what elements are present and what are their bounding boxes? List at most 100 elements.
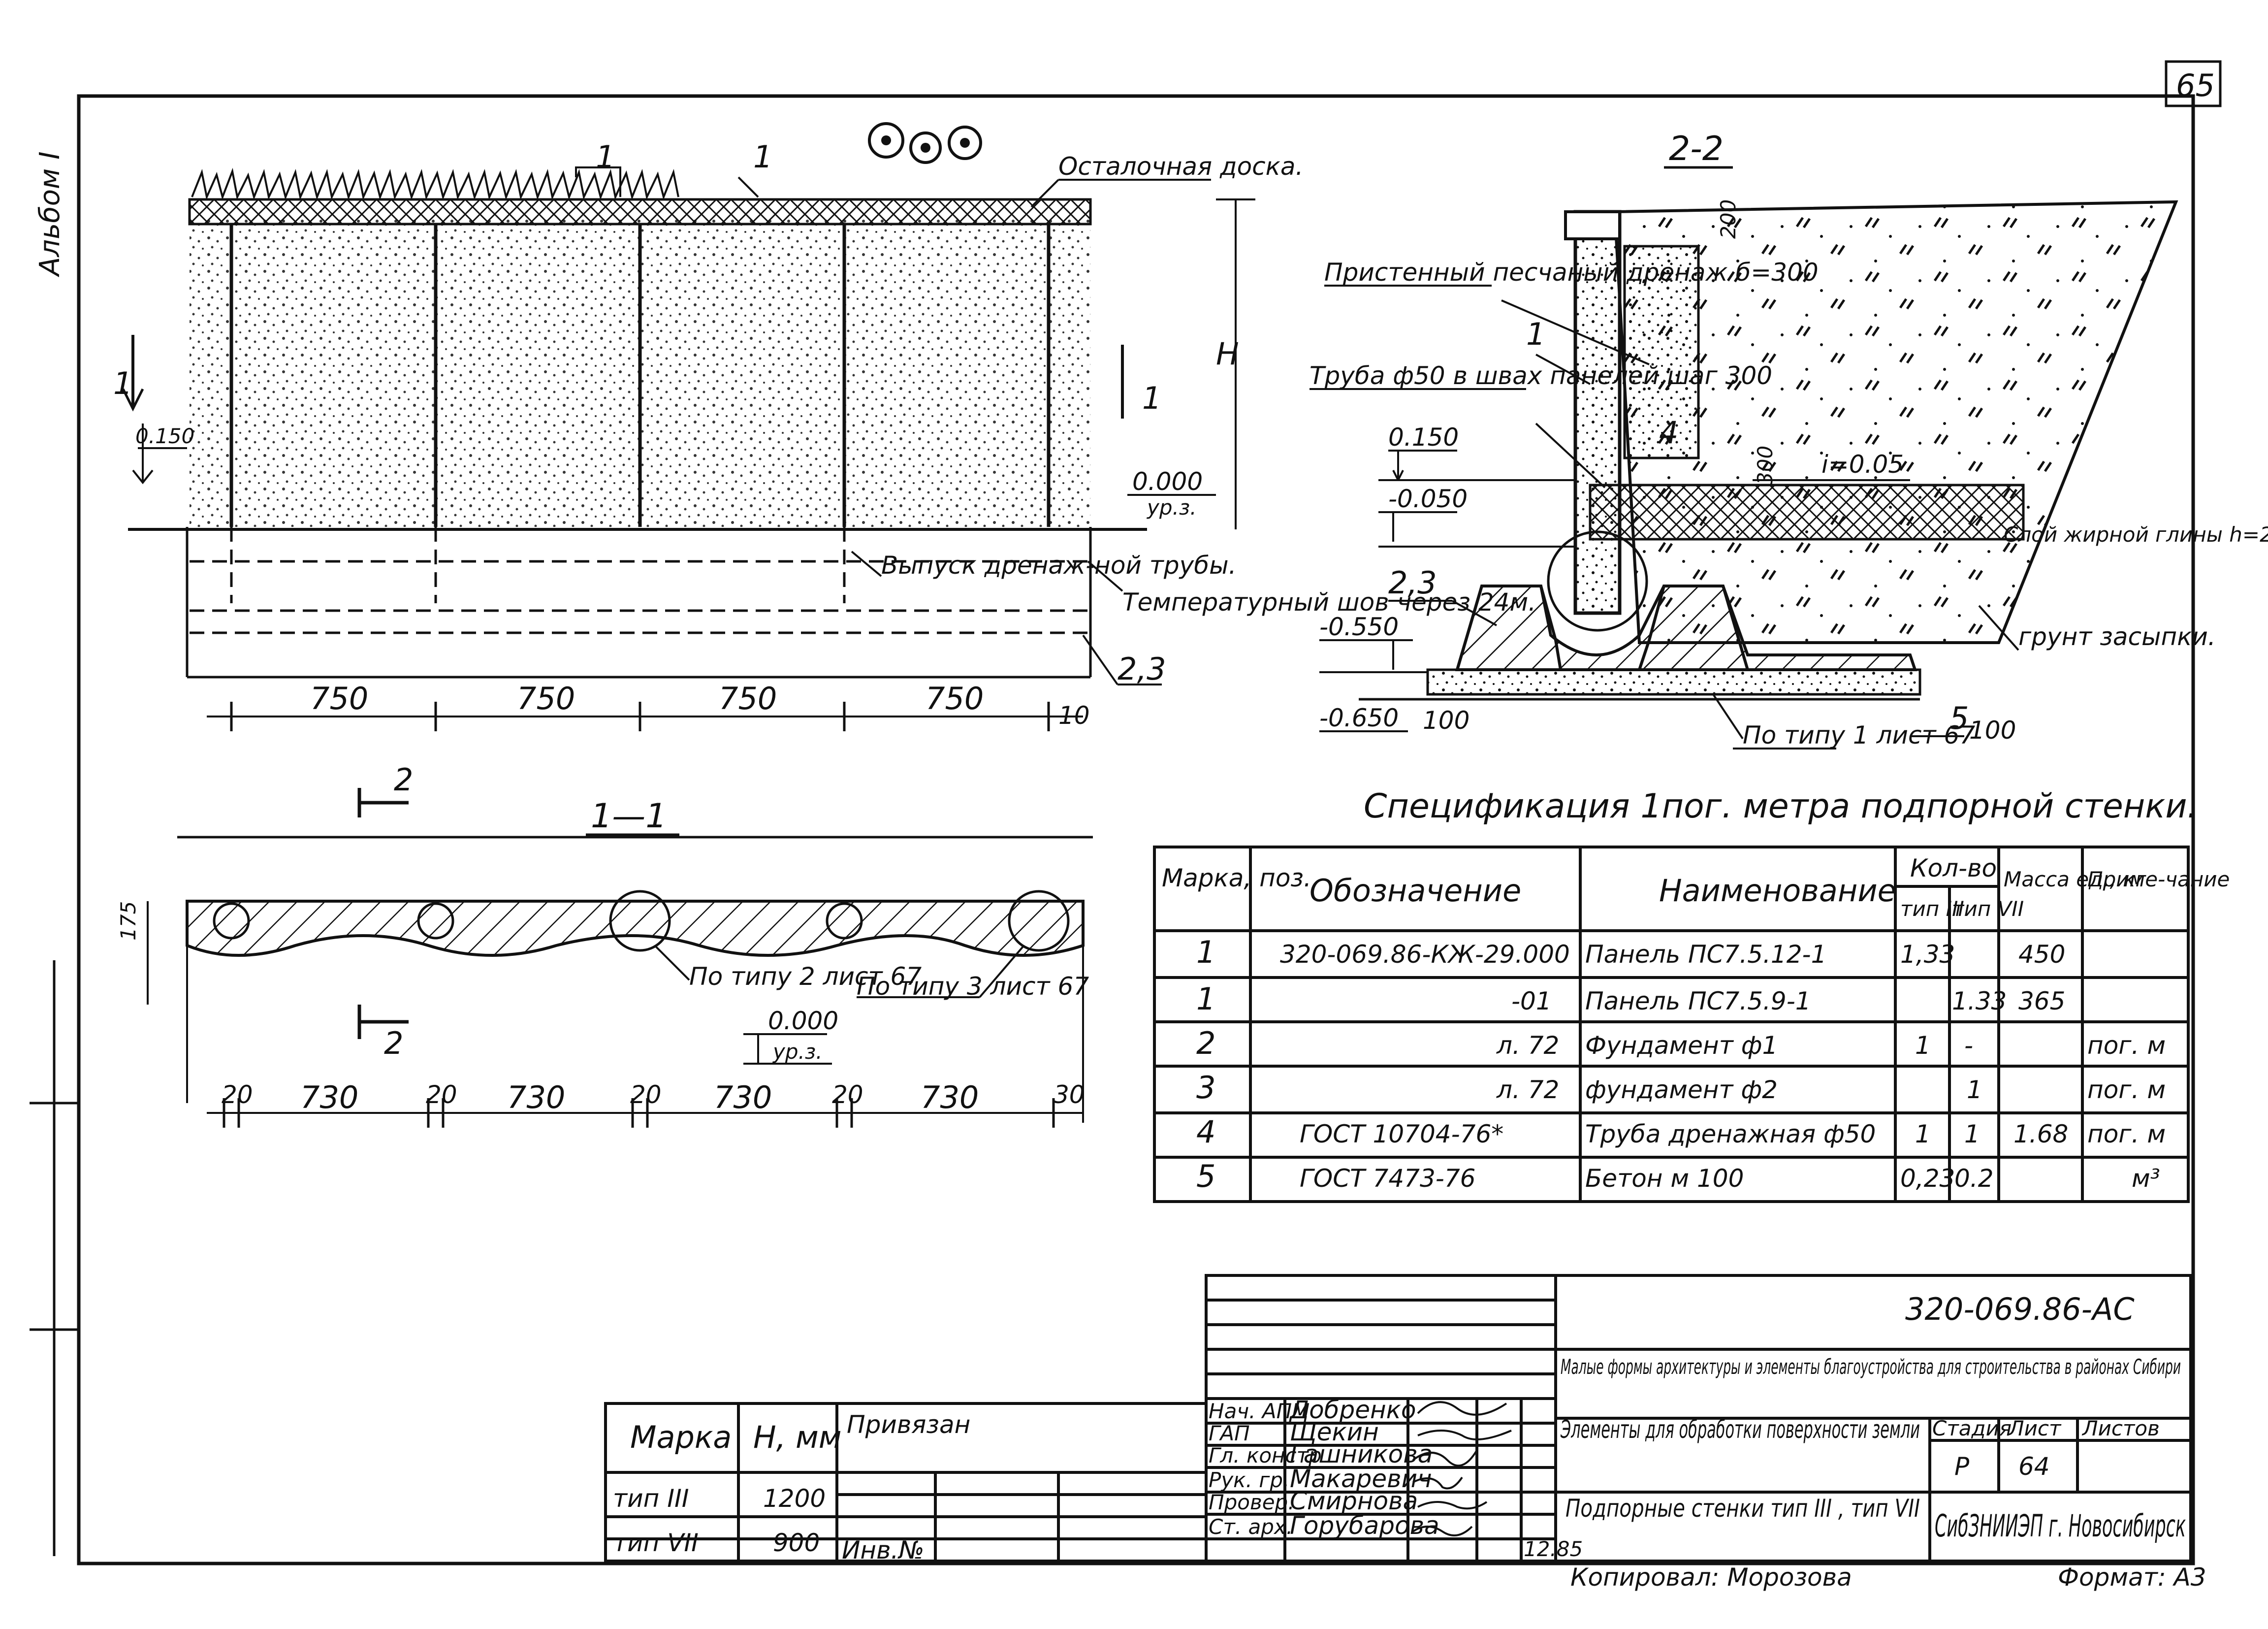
svg-text:450: 450 xyxy=(2018,940,2065,969)
spec-row: 4 ГОСТ 10704-76* Труба дренажная ф50 1 1… xyxy=(1196,1114,2166,1150)
staff-name-1: Добренко xyxy=(1289,1396,1416,1424)
temp-joint-label: Температурный шов через 24м. xyxy=(1122,588,1536,617)
svg-text:1,33: 1,33 xyxy=(1900,940,1955,969)
staff-name-6: Горубарова xyxy=(1290,1511,1439,1540)
level-150-s22: 0.150 xyxy=(1388,423,1459,452)
type-h-h: H, мм xyxy=(753,1419,842,1455)
dim-100-right-label: 100 xyxy=(1969,716,2016,745)
svg-text:1.33: 1.33 xyxy=(1952,987,2007,1015)
height-dimension xyxy=(1216,198,1255,529)
wall-panel xyxy=(1573,210,1622,615)
plan-level-unit: ур.з. xyxy=(772,1040,823,1064)
type-h-mark: Марка xyxy=(630,1419,732,1455)
plan-title: 1—1 xyxy=(591,797,667,836)
plan-dim-1: 20 xyxy=(222,1080,253,1109)
page-number: 65 xyxy=(2176,67,2215,103)
sheet-label: Лист xyxy=(2008,1416,2062,1440)
album-label: Альбом I xyxy=(34,152,66,277)
svg-text:пог. м: пог. м xyxy=(2087,1031,2166,1060)
spec-row: 3 л. 72 фундамент ф2 1 пог. м xyxy=(1196,1070,2166,1106)
section-22-title: 2-2 xyxy=(1669,130,1724,168)
plan-wall xyxy=(186,900,1085,957)
svg-text:1: 1 xyxy=(113,365,132,401)
page-number-box xyxy=(2165,60,2222,107)
elevation-dim-end: 10 xyxy=(1058,701,1090,730)
spec-h-qty-t7: тип VII xyxy=(1952,897,2024,921)
spec-h-mass: Масса ед., кг xyxy=(2004,867,2147,891)
curb-label: Осталочная доска. xyxy=(1058,152,1303,181)
svg-text:1: 1 xyxy=(1967,1075,1982,1104)
drawing-title: Элементы для обработки поверхности земли xyxy=(1560,1415,1920,1444)
staff-name-5: Смирнова xyxy=(1290,1487,1418,1515)
level-zero: 0.000 xyxy=(1132,467,1203,496)
level-650-s22: -0.650 xyxy=(1319,704,1399,732)
staff-name-3: Гашникова xyxy=(1290,1440,1433,1468)
mark-1-label: 1 xyxy=(1526,316,1545,352)
sheet-title: Подпорные стенки тип III , тип VII xyxy=(1565,1494,1920,1523)
slope-label: i=0.05 xyxy=(1821,450,1904,479)
staff-role-2: ГАП xyxy=(1209,1421,1250,1445)
plan-dim-2: 730 xyxy=(300,1079,358,1115)
svg-text:1: 1 xyxy=(1142,380,1161,416)
section-2-2: 2-2 Пристенный песчаный дренаж б=300 Тру… xyxy=(1310,130,2268,749)
level-550-s22: -0.550 xyxy=(1319,613,1399,641)
grass xyxy=(191,167,679,200)
elevation-dim-1: 750 xyxy=(310,681,368,717)
section-marker-left: 1 xyxy=(113,335,144,412)
oil-layer-label: Слой жирной глины h=200 xyxy=(2004,522,2268,547)
panel-joints xyxy=(229,224,1051,527)
plan-1-1: 1—1 2 2 175 По типу 2 лист 67 По типу 3 … xyxy=(116,762,1093,1128)
svg-text:1: 1 xyxy=(1196,981,1215,1017)
mark-4-label: 4 xyxy=(1659,415,1678,451)
joint-detail-circle xyxy=(1547,530,1648,632)
svg-text:1: 1 xyxy=(1915,1120,1931,1148)
svg-text:365: 365 xyxy=(2018,987,2065,1015)
foundation-dashed xyxy=(190,527,1090,634)
organization: СибЗНИИЭП г. Новосибирск xyxy=(1935,1508,2186,1544)
svg-text:2: 2 xyxy=(1196,1025,1215,1061)
svg-text:1: 1 xyxy=(1196,934,1215,970)
svg-text:л. 72: л. 72 xyxy=(1496,1031,1559,1060)
spec-h-qty: Кол-во xyxy=(1910,854,1997,882)
dim-100-left-label: 100 xyxy=(1423,706,1469,735)
type-h-bind: Привязан xyxy=(847,1410,970,1439)
staff-role-6: Ст. арх. xyxy=(1209,1515,1293,1539)
svg-text:0.2: 0.2 xyxy=(1954,1164,1994,1193)
plan-dim-8: 730 xyxy=(921,1079,979,1115)
plan-dim-5: 20 xyxy=(630,1080,662,1109)
svg-text:4: 4 xyxy=(1196,1114,1215,1150)
format-label: Формат: А3 xyxy=(2058,1563,2206,1592)
pipe-label: Труба ф50 в швах панелей шаг 300 xyxy=(1310,361,1772,390)
spec-row: 2 л. 72 Фундамент ф1 1 - пог. м xyxy=(1196,1025,2166,1061)
spec-h-qty-t3: тип III xyxy=(1900,897,1964,921)
elevation-level-150: 0.150 xyxy=(135,424,194,448)
backfill-label: грунт засыпки. xyxy=(2018,622,2216,651)
spec-title: Спецификация 1пог. метра подпорной стенк… xyxy=(1364,787,2198,826)
sand-drain xyxy=(1623,245,1700,459)
mark-5-label: 5 xyxy=(1949,700,1969,736)
section-marker-bottom: 2 xyxy=(357,1005,409,1061)
svg-text:Панель ПС7.5.12-1: Панель ПС7.5.12-1 xyxy=(1585,940,1826,969)
staff-name-4: Макаревич xyxy=(1290,1465,1432,1493)
svg-text:ГОСТ 10704-76*: ГОСТ 10704-76* xyxy=(1300,1120,1503,1148)
spec-table: Спецификация 1пог. метра подпорной стенк… xyxy=(1153,787,2230,1203)
type-row-1-h: 1200 xyxy=(763,1484,826,1513)
spec-h-mark: Марка, поз. xyxy=(1162,864,1311,892)
project-title: Малые формы архитектуры и элементы благо… xyxy=(1561,1355,2181,1379)
svg-text:0,23: 0,23 xyxy=(1900,1164,1955,1193)
staff-role-4: Рук. гр. xyxy=(1209,1468,1289,1492)
svg-text:1.68: 1.68 xyxy=(2013,1120,2068,1148)
staff-name-2: Щекин xyxy=(1290,1418,1379,1446)
level-zero-unit: ур.з. xyxy=(1146,495,1197,520)
mark-23-label: 2,3 xyxy=(1388,565,1437,601)
spec-h-designation: Обозначение xyxy=(1310,873,1521,909)
plan-dim-175: 175 xyxy=(116,901,140,941)
doc-code: 320-069.86-АС xyxy=(1905,1291,2135,1327)
height-label: H xyxy=(1216,336,1239,372)
date-value: 12.85 xyxy=(1524,1537,1583,1561)
sheet-value: 64 xyxy=(2018,1452,2050,1481)
ref-23-label: 2,3 xyxy=(1118,651,1166,687)
svg-text:пог. м: пог. м xyxy=(2087,1120,2166,1148)
leader-label-1a: 1 xyxy=(596,139,615,175)
